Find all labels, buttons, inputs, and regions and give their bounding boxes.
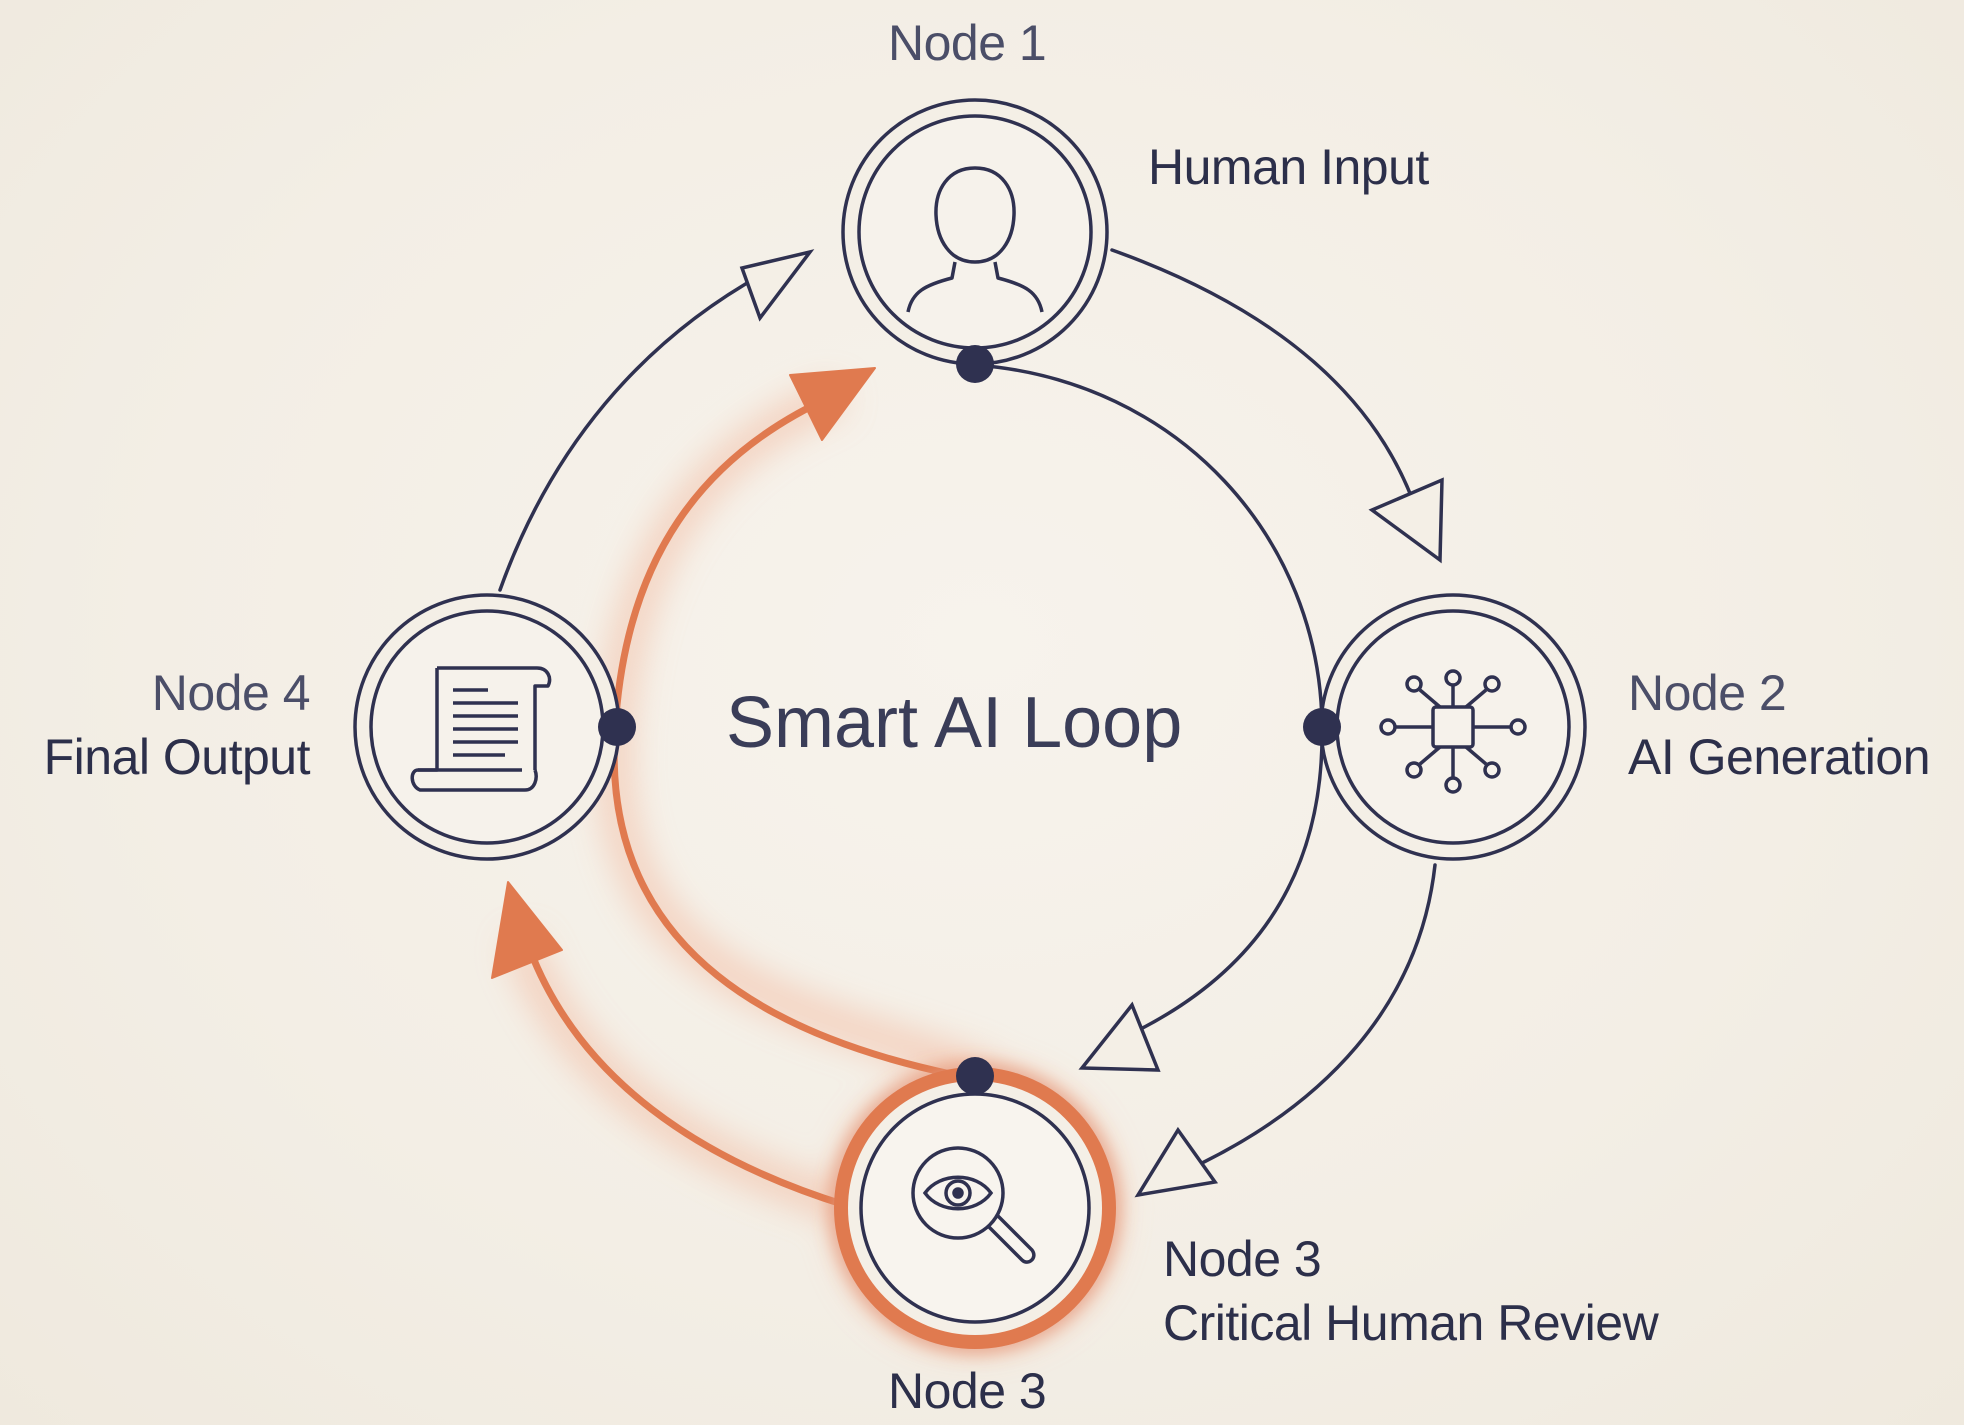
connection-dots bbox=[598, 345, 1341, 1095]
magnifier-eye-icon bbox=[911, 1146, 1036, 1264]
dot-node2-left bbox=[1303, 708, 1341, 746]
outer-connectors bbox=[498, 248, 1437, 1182]
connector-node2-to-node3 bbox=[1163, 863, 1437, 1182]
node4-label: Final Output bbox=[43, 729, 311, 785]
node3-circle[interactable] bbox=[834, 1067, 1116, 1349]
node3-number: Node 3 bbox=[1163, 1231, 1322, 1287]
person-icon bbox=[906, 166, 1044, 313]
node4-number: Node 4 bbox=[151, 665, 311, 721]
arrowhead-to-node3-outer bbox=[1134, 1126, 1219, 1198]
arrowhead-to-node2 bbox=[1368, 477, 1444, 564]
orange-arrowhead-to-node1 bbox=[789, 367, 876, 441]
dark-arrowheads bbox=[739, 249, 1444, 1198]
connector-node1-to-node2 bbox=[1110, 248, 1420, 517]
node2-label: AI Generation bbox=[1628, 729, 1931, 785]
node2-number: Node 2 bbox=[1628, 665, 1787, 721]
diagram-title: Smart AI Loop bbox=[726, 683, 1183, 763]
node1-circle[interactable] bbox=[841, 98, 1109, 366]
review-loop-to-node4 bbox=[526, 946, 849, 1209]
inner-arc-right bbox=[973, 363, 1324, 1042]
orange-arrowhead-to-node4 bbox=[491, 881, 563, 979]
dot-node4-right bbox=[598, 708, 636, 746]
node1-label: Human Input bbox=[1148, 139, 1429, 195]
arrowhead-to-node3-inner bbox=[1078, 1001, 1161, 1072]
dot-node1-bottom bbox=[956, 345, 994, 383]
dot-node3-top bbox=[956, 1057, 994, 1095]
connector-node4-to-node1 bbox=[498, 268, 772, 592]
node3-bottom-label: Node 3 bbox=[888, 1363, 1047, 1419]
chip-icon bbox=[1379, 669, 1527, 794]
node4-circle[interactable] bbox=[353, 593, 621, 861]
node1-number: Node 1 bbox=[888, 15, 1047, 71]
node3-label: Critical Human Review bbox=[1163, 1295, 1659, 1351]
arrowhead-to-node1 bbox=[739, 249, 815, 322]
orange-arrowheads bbox=[491, 367, 876, 979]
scroll-document-icon bbox=[410, 666, 552, 792]
node2-circle[interactable] bbox=[1319, 593, 1587, 861]
